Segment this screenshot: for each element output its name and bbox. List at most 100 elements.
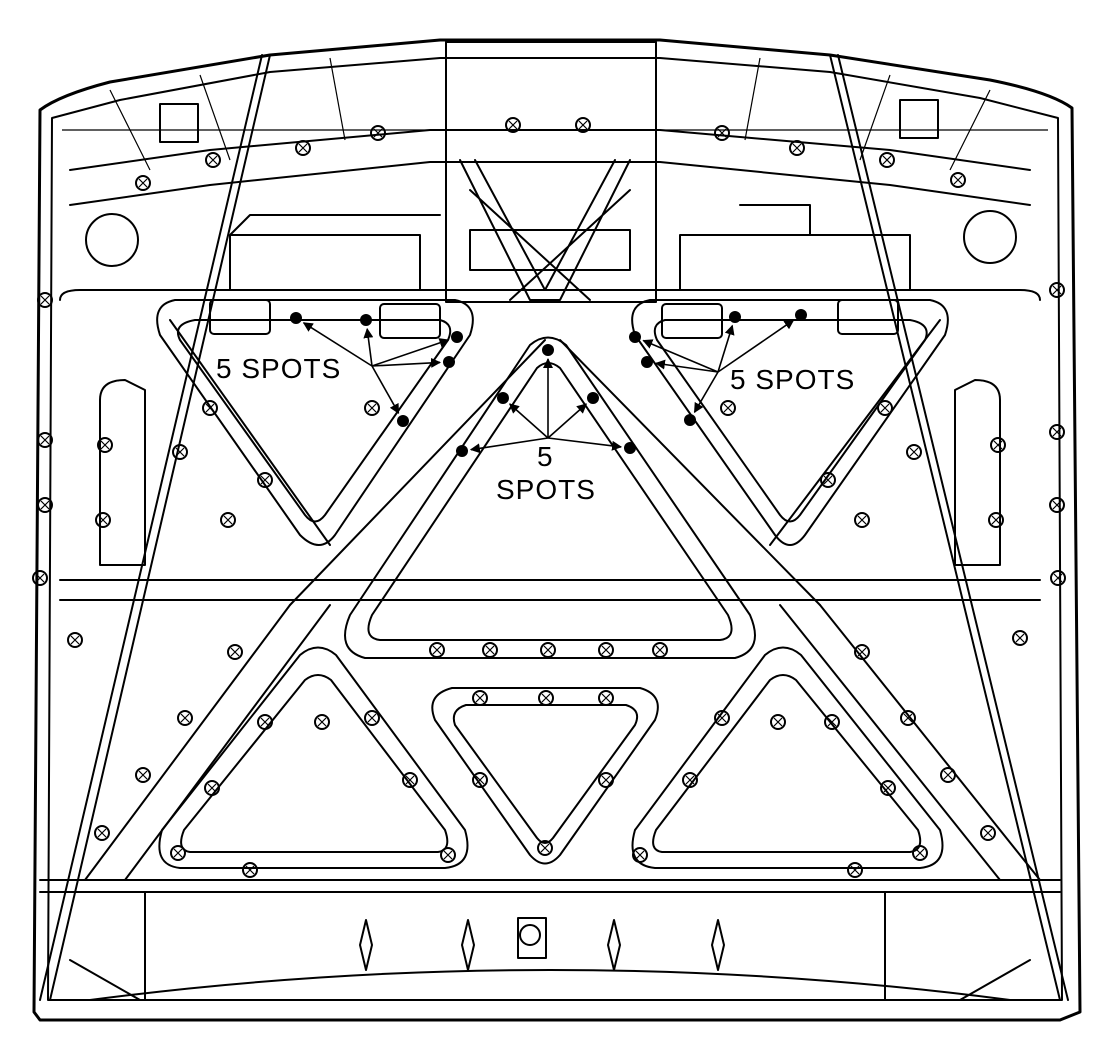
spot-leader-arrow xyxy=(363,327,374,367)
bolt-clip-cross xyxy=(1015,633,1025,643)
bolt-clip-cross xyxy=(723,403,733,413)
spot-leader-arrow xyxy=(371,365,400,415)
bolt-clip xyxy=(900,710,916,726)
bolt-clip-cross xyxy=(138,178,148,188)
left-spots-label: 5 SPOTS xyxy=(216,353,341,384)
bolt-clip xyxy=(257,472,273,488)
bolt-clip xyxy=(67,632,83,648)
bolt-clip-cross xyxy=(1052,285,1062,295)
weld-spot xyxy=(290,312,302,324)
bolt-clip xyxy=(97,437,113,453)
weld-spot xyxy=(443,356,455,368)
upper-right-loop xyxy=(631,299,949,546)
bolt-clip-cross xyxy=(180,713,190,723)
bolt-clip xyxy=(1049,497,1065,513)
spot-leader-arrow xyxy=(469,437,549,454)
bolt-clip xyxy=(879,152,895,168)
bolt-clip-cross xyxy=(601,775,611,785)
bolt-clip-cross xyxy=(983,828,993,838)
bolt-clip xyxy=(94,825,110,841)
bolt-clip-cross xyxy=(827,717,837,727)
bolt-clip xyxy=(32,570,48,586)
bolt-clip-cross xyxy=(485,645,495,655)
right-spots-label: 5 SPOTS xyxy=(730,364,855,395)
bolt-clip-cross xyxy=(173,848,183,858)
bolt-clip xyxy=(940,767,956,783)
bolt-clip xyxy=(720,400,736,416)
bottom-latch-boss xyxy=(517,917,547,959)
bolt-clip-cross xyxy=(883,783,893,793)
bolt-clip-cross xyxy=(543,645,553,655)
left-hinge-hole xyxy=(85,213,139,267)
weld-spot xyxy=(624,442,636,454)
bolt-clip-cross xyxy=(578,120,588,130)
bolt-clip-cross xyxy=(100,440,110,450)
bolt-clip xyxy=(227,644,243,660)
bolt-clip xyxy=(429,642,445,658)
bolt-clip xyxy=(135,175,151,191)
side-loops xyxy=(59,289,1041,601)
bolt-clip-cross xyxy=(40,500,50,510)
bolt-clip xyxy=(370,125,386,141)
bolt-clip-cross xyxy=(601,645,611,655)
spot-leader-arrow xyxy=(693,371,719,414)
bolt-clip xyxy=(598,690,614,706)
bolt-clip-cross xyxy=(405,775,415,785)
bolt-clip xyxy=(598,772,614,788)
bolt-clip xyxy=(880,780,896,796)
bolt-clip-cross xyxy=(35,573,45,583)
upper-left-loop xyxy=(156,299,474,546)
bolt-clip-cross xyxy=(857,647,867,657)
bolt-clip xyxy=(402,772,418,788)
bolt-clip xyxy=(482,642,498,658)
bolt-clip-cross xyxy=(367,403,377,413)
bolt-clip xyxy=(177,710,193,726)
bolt-clip xyxy=(824,714,840,730)
bolt-clip-cross xyxy=(208,155,218,165)
clip-markers xyxy=(32,117,1066,878)
weld-spot xyxy=(729,311,741,323)
bolt-clip-cross xyxy=(540,843,550,853)
bolt-clip-cross xyxy=(991,515,1001,525)
bolt-clip xyxy=(632,847,648,863)
bolt-clip-cross xyxy=(909,447,919,457)
bolt-clip xyxy=(988,512,1004,528)
bolt-clip-cross xyxy=(138,770,148,780)
weld-spot xyxy=(397,415,409,427)
bolt-clip xyxy=(295,140,311,156)
bolt-clip-cross xyxy=(245,865,255,875)
bolt-clip xyxy=(652,642,668,658)
bolt-clip xyxy=(204,780,220,796)
bolt-clip-cross xyxy=(635,850,645,860)
bolt-clip-cross xyxy=(223,515,233,525)
bolt-clip-cross xyxy=(655,645,665,655)
bolt-clip-cross xyxy=(882,155,892,165)
bolt-clip xyxy=(440,847,456,863)
bolt-clip xyxy=(364,710,380,726)
bolt-clip xyxy=(854,644,870,660)
bolt-clip-cross xyxy=(792,143,802,153)
bolt-clip-cross xyxy=(207,783,217,793)
spot-leader-arrow xyxy=(547,437,623,451)
right-hinge-pad xyxy=(899,99,939,139)
bolt-clip xyxy=(820,472,836,488)
bolt-clip-cross xyxy=(475,693,485,703)
spot-leader-arrow xyxy=(371,338,450,367)
diagonal-braces xyxy=(39,54,1069,1001)
weld-spot-markers xyxy=(290,309,807,457)
bolt-clip xyxy=(472,772,488,788)
bolt-clip-cross xyxy=(432,645,442,655)
weld-spot xyxy=(497,392,509,404)
bolt-clip-cross xyxy=(717,713,727,723)
bolt-clip-cross xyxy=(857,515,867,525)
spot-leader-arrow xyxy=(508,403,549,439)
weld-spot xyxy=(641,356,653,368)
top-reinforcement-strip xyxy=(69,41,1031,303)
bolt-clip xyxy=(770,714,786,730)
bolt-clip xyxy=(540,642,556,658)
bolt-clip xyxy=(1050,570,1066,586)
bolt-clip-cross xyxy=(97,828,107,838)
bolt-clip xyxy=(257,714,273,730)
bolt-clip xyxy=(538,690,554,706)
bolt-clip xyxy=(202,400,218,416)
